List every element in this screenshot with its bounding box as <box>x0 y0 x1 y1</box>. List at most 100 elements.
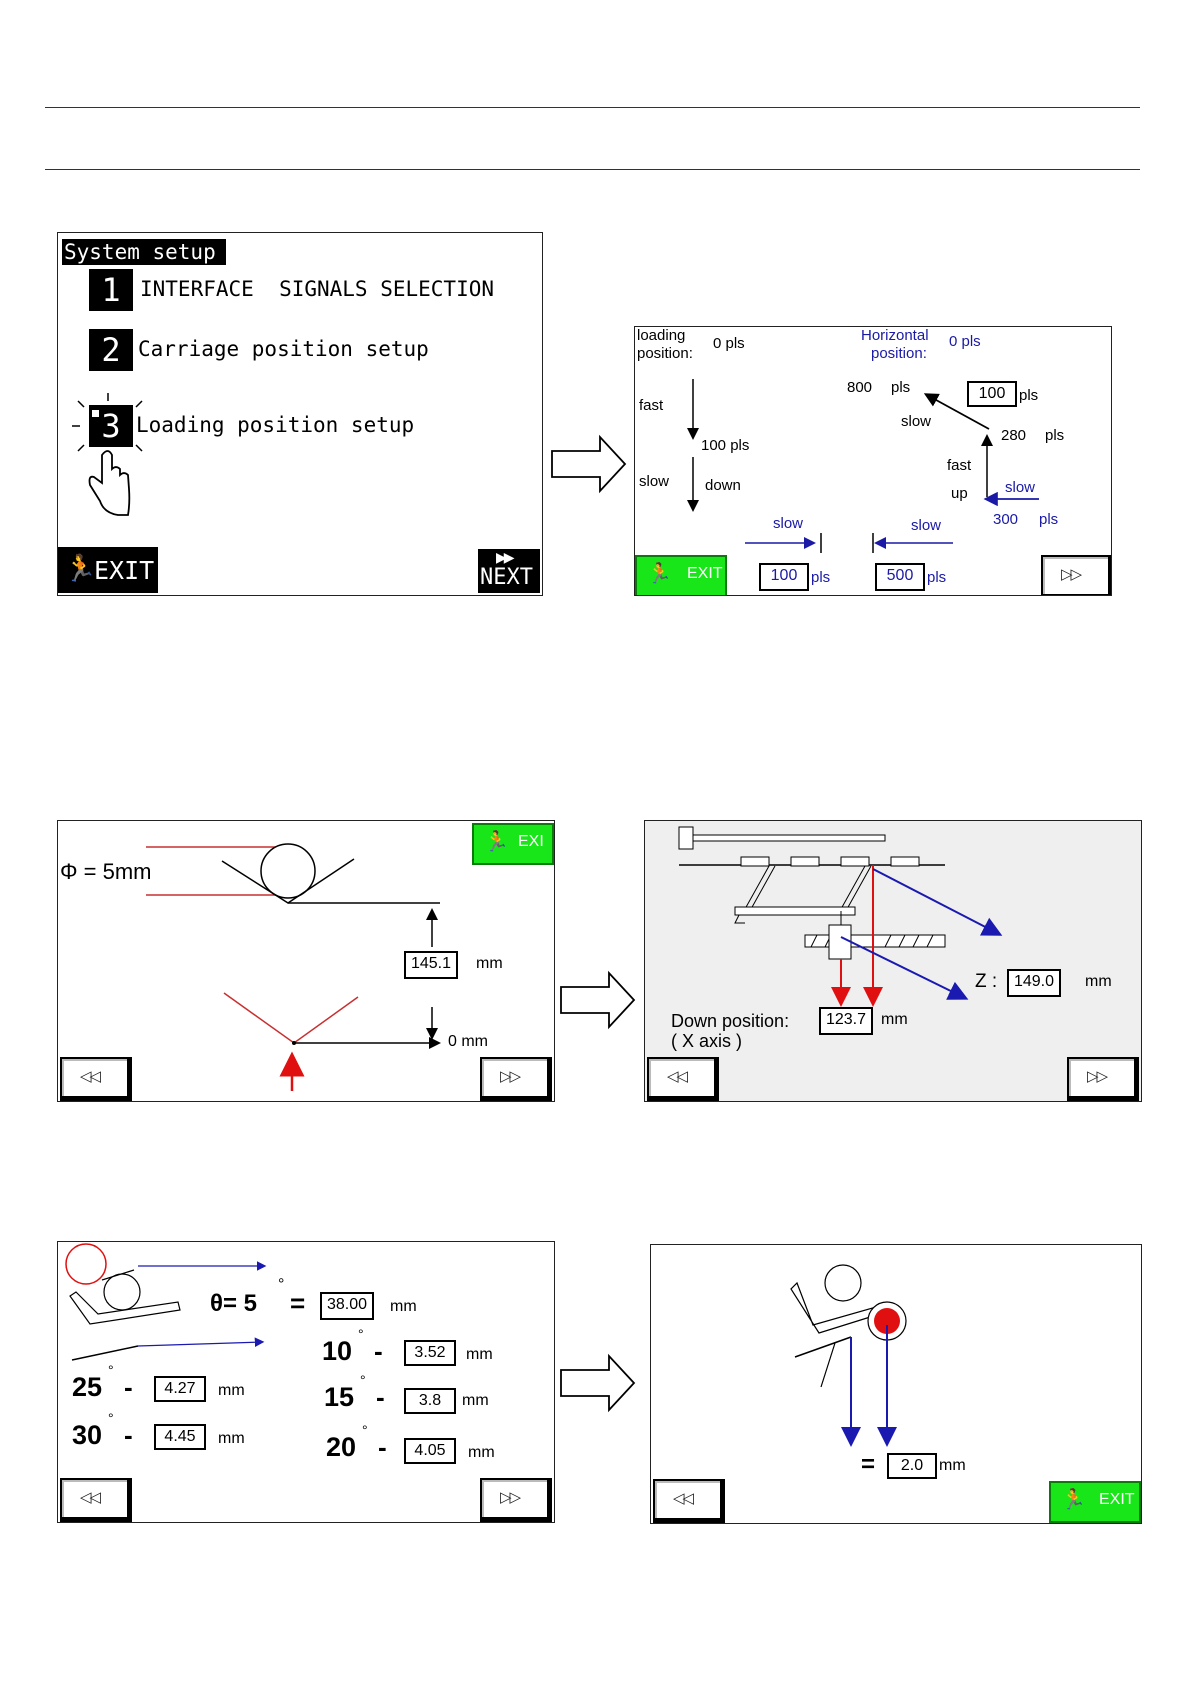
next-button[interactable]: ▷▷ <box>480 1057 552 1101</box>
pls-unit: pls <box>1045 427 1065 444</box>
loading-position-label-2: position: <box>637 345 693 362</box>
prev-button[interactable]: ◁◁ <box>60 1478 132 1522</box>
angle-label: 10 <box>322 1336 353 1366</box>
exit-runner-icon: 🏃 <box>647 563 672 585</box>
angle-unit: mm <box>468 1444 495 1461</box>
cutter-diagram-icon <box>790 1264 907 1447</box>
slow-left-label: slow <box>773 515 804 532</box>
distance-input-100[interactable]: 100 <box>967 381 1017 407</box>
prev-button[interactable]: ◁◁ <box>653 1479 725 1523</box>
second-rule <box>45 169 1140 170</box>
motion-arrows-icon <box>687 379 1039 553</box>
loading-position-label: loading <box>637 327 686 344</box>
degree-mark: ° <box>108 1410 114 1426</box>
dash: - <box>374 1336 383 1366</box>
horizontal-position-label-2: position: <box>871 345 927 362</box>
down-value-input[interactable]: 123.7 <box>819 1007 873 1035</box>
loading-position-screen: loading position: 0 pls Horizontal posit… <box>634 326 1112 596</box>
wire-diameter-screen: Φ = 5mm 🏃 EXI 145.1 mm 0 mm ◁◁ ▷▷ <box>57 820 555 1102</box>
next-arrow-icon: ▷▷ <box>1061 566 1082 583</box>
angle-unit: mm <box>218 1382 245 1399</box>
angle-unit: mm <box>462 1392 489 1409</box>
angle-label: 30 <box>72 1420 103 1450</box>
pls-unit: pls <box>1039 511 1059 528</box>
degree-mark: ° <box>278 1276 285 1293</box>
loading-position-value: 0 pls <box>713 335 745 352</box>
bend-diagram-icon <box>65 1243 267 1361</box>
dash: - <box>376 1382 385 1412</box>
menu-item-label: Loading position setup <box>136 413 415 437</box>
exit-button[interactable]: 🏃 EXIT <box>58 547 158 593</box>
system-setup-title: System setup <box>62 239 226 265</box>
angle-value-input[interactable]: 4.05 <box>404 1438 456 1464</box>
machine-diagram-icon <box>678 826 1003 1007</box>
degree-mark: ° <box>362 1422 368 1438</box>
down-unit: mm <box>881 1011 908 1028</box>
horizontal-position-label: Horizontal <box>861 327 929 344</box>
up-label: up <box>951 485 968 502</box>
offset-screen: = 2.0 mm ◁◁ 🏃 EXIT <box>650 1244 1142 1524</box>
z-value-input[interactable]: 149.0 <box>1007 969 1061 997</box>
offset-value-input[interactable]: 2.0 <box>887 1453 937 1479</box>
angle-value-input[interactable]: 4.45 <box>154 1424 206 1450</box>
prev-button[interactable]: ◁◁ <box>647 1057 719 1101</box>
next-button[interactable]: ▷▷ <box>480 1478 552 1522</box>
angle-value-input[interactable]: 3.8 <box>404 1388 456 1414</box>
degree-mark: ° <box>360 1372 366 1388</box>
slow-diag-label: slow <box>901 413 932 430</box>
down-position-screen: Z : 149.0 mm Down position: 123.7 mm ( X… <box>644 820 1142 1102</box>
zero-label: 0 mm <box>448 1033 488 1050</box>
height-value-input[interactable]: 145.1 <box>404 951 458 979</box>
prev-arrow-icon: ◁◁ <box>667 1068 688 1085</box>
exit-label: EXI <box>518 833 544 850</box>
next-button[interactable]: ▶▶ NEXT <box>478 549 540 593</box>
z-label: Z : <box>975 971 998 992</box>
exit-runner-icon: 🏃 <box>64 553 97 583</box>
next-button[interactable]: ▷▷ <box>1067 1057 1139 1101</box>
dash: - <box>124 1372 133 1402</box>
slow-right-label: slow <box>911 517 942 534</box>
next-button[interactable]: ▷▷ <box>1041 555 1111 595</box>
angle-value-input[interactable]: 3.52 <box>404 1340 456 1366</box>
angle-label: 15 <box>324 1382 355 1412</box>
equals-sign: = <box>290 1288 306 1318</box>
exit-label: EXIT <box>1099 1491 1135 1508</box>
exit-label: EXIT <box>94 556 155 585</box>
dash: - <box>378 1432 387 1462</box>
pls-unit: pls <box>891 379 911 396</box>
equals-sign: = <box>861 1451 876 1478</box>
offset-unit: mm <box>939 1457 966 1474</box>
prev-arrow-icon: ◁◁ <box>80 1068 101 1085</box>
exit-button[interactable]: 🏃 EXIT <box>635 555 727 595</box>
fast-up-label: fast <box>947 457 972 474</box>
prev-button[interactable]: ◁◁ <box>60 1057 132 1101</box>
down-distance-label: 100 pls <box>701 437 750 454</box>
fast-label: fast <box>639 397 664 414</box>
theta-unit: mm <box>390 1298 417 1315</box>
next-arrow-icon: ▷▷ <box>500 1489 521 1506</box>
degree-mark: ° <box>108 1362 114 1378</box>
pointing-hand-icon <box>72 393 143 516</box>
height-unit: mm <box>476 955 503 972</box>
angle-unit: mm <box>218 1430 245 1447</box>
degree-mark: ° <box>358 1326 364 1342</box>
next-label: NEXT <box>480 565 533 590</box>
theta-value-input[interactable]: 38.00 <box>320 1292 374 1320</box>
exit-label: EXIT <box>687 565 723 582</box>
exit-button[interactable]: 🏃 EXIT <box>1049 1481 1141 1523</box>
prev-arrow-icon: ◁◁ <box>80 1489 101 1506</box>
horizontal-distance-300: 300 <box>993 511 1019 528</box>
distance-input-100b[interactable]: 100 <box>759 563 809 591</box>
menu-item-label: INTERFACE SIGNALS SELECTION <box>140 277 495 301</box>
top-rule <box>45 107 1140 108</box>
angle-unit: mm <box>466 1346 493 1363</box>
angle-label: 20 <box>326 1432 357 1462</box>
exit-runner-icon: 🏃 <box>1061 1489 1086 1511</box>
distance-input-500[interactable]: 500 <box>875 563 925 591</box>
angle-value-input[interactable]: 4.27 <box>154 1376 206 1402</box>
system-setup-screen: System setup 1 INTERFACE SIGNALS SELECTI… <box>57 232 543 596</box>
next-arrow-icon: ▷▷ <box>500 1068 521 1085</box>
exit-button[interactable]: 🏃 EXI <box>472 823 554 865</box>
z-unit: mm <box>1085 973 1112 990</box>
